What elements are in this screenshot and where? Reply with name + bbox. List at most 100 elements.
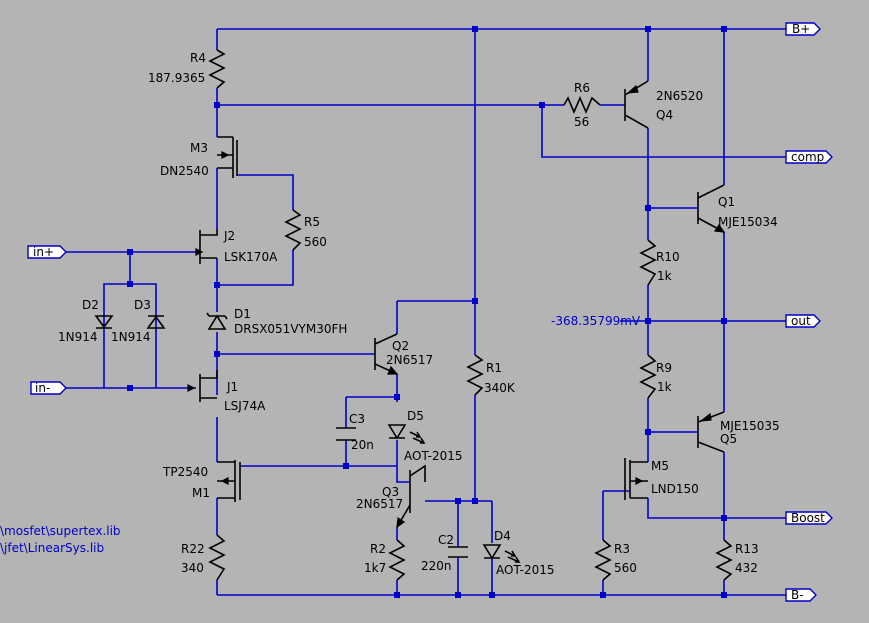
label-m5-value: LND150 [651, 482, 699, 496]
label-j2-value: LSK170A [224, 250, 278, 264]
resistor-r22[interactable] [208, 534, 226, 581]
label-q3-ref: Q3 [382, 485, 399, 499]
diode-d1[interactable] [206, 312, 228, 330]
label-c2-ref: C2 [438, 533, 454, 547]
label-m1-ref: M1 [192, 486, 210, 500]
label-d5-ref: D5 [407, 409, 424, 423]
label-q2-value: 2N6517 [386, 353, 433, 367]
mosfet-m5[interactable] [624, 458, 648, 500]
label-r1-value: 340K [484, 381, 516, 395]
port-inminus-label: in- [35, 381, 50, 395]
label-q1-ref: Q1 [718, 195, 735, 209]
resistor-r1[interactable] [466, 354, 484, 396]
label-r22-ref: R22 [181, 542, 205, 556]
label-d1-value: DRSX051VYM30FH [234, 322, 347, 336]
port-bplus[interactable]: B+ [785, 22, 821, 36]
diode-d2[interactable] [94, 315, 114, 329]
label-r2-value: 1k7 [364, 561, 386, 575]
port-inplus[interactable]: in+ [27, 245, 67, 259]
resistor-r9[interactable] [639, 354, 657, 399]
label-r22-value: 340 [181, 561, 204, 575]
label-r13-value: 432 [735, 561, 758, 575]
port-boost[interactable]: Boost [785, 511, 833, 525]
label-m3-value: DN2540 [160, 164, 209, 178]
label-d4-ref: D4 [494, 529, 511, 543]
resistor-r4[interactable] [208, 49, 226, 89]
transistor-q5[interactable] [697, 411, 725, 453]
diode-d3[interactable] [146, 315, 166, 329]
label-m1-value: TP2540 [162, 465, 208, 479]
label-r4-value: 187.9365 [148, 71, 205, 85]
label-q5-ref: Q5 [720, 432, 737, 446]
label-d5-value: AOT-2015 [404, 449, 463, 463]
label-d4-value: AOT-2015 [496, 563, 555, 577]
label-c3-value: 20n [351, 438, 374, 452]
mosfet-m1[interactable] [217, 460, 241, 502]
label-j2-ref: J2 [223, 229, 235, 243]
transistor-q4[interactable] [624, 80, 649, 129]
label-r2-ref: R2 [370, 542, 386, 556]
label-r9-ref: R9 [656, 361, 672, 375]
label-r10-value: 1k [657, 269, 672, 283]
resistor-r13[interactable] [715, 539, 733, 581]
label-r13-ref: R13 [735, 542, 759, 556]
label-j1-ref: J1 [226, 380, 238, 394]
label-m5-ref: M5 [651, 459, 669, 473]
probe-voltage-label: -368.35799mV [551, 314, 641, 328]
library-include-supertex: \mosfet\supertex.lib [0, 524, 121, 538]
label-q4-ref: Q4 [656, 108, 673, 122]
jfet-j2[interactable] [195, 229, 218, 264]
label-c2-value: 220n [421, 559, 452, 573]
label-j1-value: LSJ74A [224, 399, 266, 413]
label-r3-ref: R3 [614, 542, 630, 556]
label-d3-value: 1N914 [111, 330, 151, 344]
capacitor-c3[interactable] [336, 427, 356, 441]
component-labels: R4 187.9365 R6 56 2N6520 Q4 M3 DN2540 R5… [0, 51, 780, 577]
capacitor-c2[interactable] [448, 546, 468, 558]
port-out[interactable]: out [785, 314, 821, 328]
transistor-q3[interactable] [396, 464, 426, 529]
label-q2-ref: Q2 [392, 339, 409, 353]
port-boost-label: Boost [791, 511, 825, 525]
port-inminus[interactable]: in- [30, 381, 67, 395]
mosfet-m3[interactable] [217, 136, 238, 178]
label-q3-value: 2N6517 [356, 497, 403, 511]
label-r1-ref: R1 [486, 361, 502, 375]
label-m3-ref: M3 [190, 141, 208, 155]
junction-dots [127, 26, 727, 598]
port-bminus-label: B- [791, 588, 804, 602]
resistor-r5[interactable] [284, 209, 302, 251]
label-q4-value: 2N6520 [656, 89, 703, 103]
led-d5[interactable] [387, 424, 426, 444]
label-r5-ref: R5 [304, 215, 320, 229]
port-inplus-label: in+ [33, 245, 54, 259]
port-bminus[interactable]: B- [785, 588, 817, 602]
label-r3-value: 560 [614, 561, 637, 575]
port-bplus-label: B+ [792, 22, 810, 36]
jfet-j1[interactable] [187, 370, 218, 402]
transistor-q2[interactable] [374, 333, 399, 375]
label-d3-ref: D3 [134, 298, 151, 312]
resistor-r10[interactable] [639, 239, 657, 286]
label-d2-value: 1N914 [58, 330, 98, 344]
label-r6-value: 56 [574, 115, 589, 129]
resistor-r6[interactable] [563, 95, 601, 115]
label-d2-ref: D2 [82, 298, 99, 312]
label-c3-ref: C3 [349, 412, 365, 426]
wires [66, 28, 786, 596]
label-d1-ref: D1 [234, 307, 251, 321]
led-d4[interactable] [482, 544, 521, 563]
resistor-r3[interactable] [594, 539, 612, 581]
label-r4-ref: R4 [190, 51, 206, 65]
resistor-r2[interactable] [388, 539, 406, 581]
port-comp-label: comp [791, 150, 824, 164]
port-out-label: out [791, 314, 811, 328]
label-q1-value: MJE15034 [718, 215, 778, 229]
port-comp[interactable]: comp [785, 150, 833, 164]
library-include-linearsys: \jfet\LinearSys.lib [0, 541, 104, 555]
transistor-q1[interactable] [697, 184, 726, 233]
label-r6-ref: R6 [574, 81, 590, 95]
label-r10-ref: R10 [656, 250, 680, 264]
label-r5-value: 560 [304, 235, 327, 249]
